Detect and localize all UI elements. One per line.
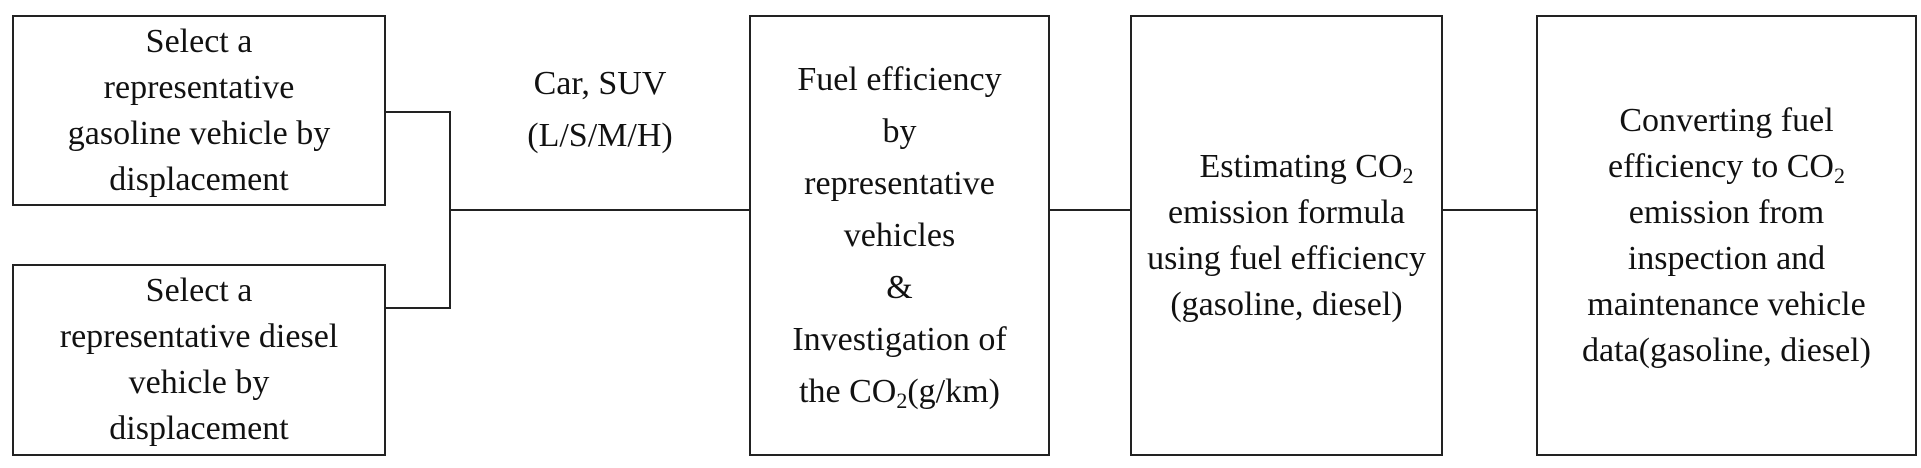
select-gasoline-vehicle-box: Select a representative gasoline vehicle… [12, 15, 386, 206]
box-text-line: vehicles [843, 216, 956, 254]
connector-diesel-to-merge [386, 307, 450, 309]
box-text-line: inspection and [1627, 239, 1826, 277]
box-text-line: emission formula [1167, 193, 1405, 231]
box-text-line: Fuel efficiency [797, 60, 1002, 98]
formula-co2-subscript: 2 [1402, 162, 1414, 188]
fuel-efficiency-box: Fuel efficiency by representative vehicl… [749, 15, 1050, 456]
converting-co2-subscript: 2 [1833, 162, 1845, 188]
connector-fuel-efficiency-to-formula [1050, 209, 1130, 211]
box-text-line: Converting fuel [1619, 101, 1834, 139]
vehicle-type-label-line2: (L/S/M/H) [527, 117, 673, 154]
estimating-formula-text: Estimating CO2 emission formula using fu… [1147, 144, 1426, 328]
box-text-line: representative [804, 164, 995, 202]
box-text-line: vehicle by [128, 364, 270, 401]
box-text-line: using fuel efficiency [1147, 239, 1426, 277]
box-text-line: Select a [145, 22, 253, 60]
connector-merge-to-fuel-efficiency [449, 209, 749, 211]
box-text-line: representative [103, 68, 295, 106]
box-text-line: displacement [109, 160, 289, 198]
co2-suffix: (g/km) [907, 372, 1000, 410]
select-gasoline-vehicle-text: Select a representative gasoline vehicle… [68, 19, 330, 203]
box-text-line: gasoline vehicle by [67, 114, 331, 152]
box-text-line: representative diesel [59, 318, 339, 355]
connector-formula-to-converting [1443, 209, 1536, 211]
co2-prefix: the CO [799, 372, 897, 410]
box-text-line: Select a [145, 272, 253, 309]
estimating-formula-box: Estimating CO2 emission formula using fu… [1130, 15, 1443, 456]
box-text-line-co2: the CO2(g/km) [799, 366, 1000, 418]
converting-text: Converting fuel efficiency to CO2 emissi… [1582, 98, 1871, 374]
box-text-line: (gasoline, diesel) [1170, 285, 1403, 323]
select-diesel-vehicle-box: Select a representative diesel vehicle b… [12, 264, 386, 456]
box-text-line: maintenance vehicle [1587, 285, 1866, 323]
box-text-line: & [886, 268, 913, 306]
vehicle-type-label-line1: Car, SUV [533, 65, 667, 102]
vehicle-type-label: Car, SUV (L/S/M/H) [500, 58, 700, 162]
connector-gasoline-to-merge [386, 111, 450, 113]
co2-subscript: 2 [896, 387, 908, 413]
box-text-line: displacement [109, 410, 289, 447]
converting-co2-prefix: efficiency to CO [1608, 147, 1834, 185]
box-text-line: by [882, 112, 917, 150]
box-text-line: Investigation of [792, 320, 1007, 358]
fuel-efficiency-text: Fuel efficiency by representative vehicl… [792, 54, 1006, 418]
formula-line-co2: Estimating CO2 [1159, 144, 1413, 190]
select-diesel-vehicle-text: Select a representative diesel vehicle b… [60, 268, 338, 452]
formula-co2-prefix: Estimating CO [1199, 147, 1403, 185]
box-text-line: emission from [1628, 193, 1825, 231]
box-text-line: data(gasoline, diesel) [1582, 331, 1871, 369]
converting-box: Converting fuel efficiency to CO2 emissi… [1536, 15, 1917, 456]
converting-line-co2: efficiency to CO2 [1608, 144, 1845, 190]
